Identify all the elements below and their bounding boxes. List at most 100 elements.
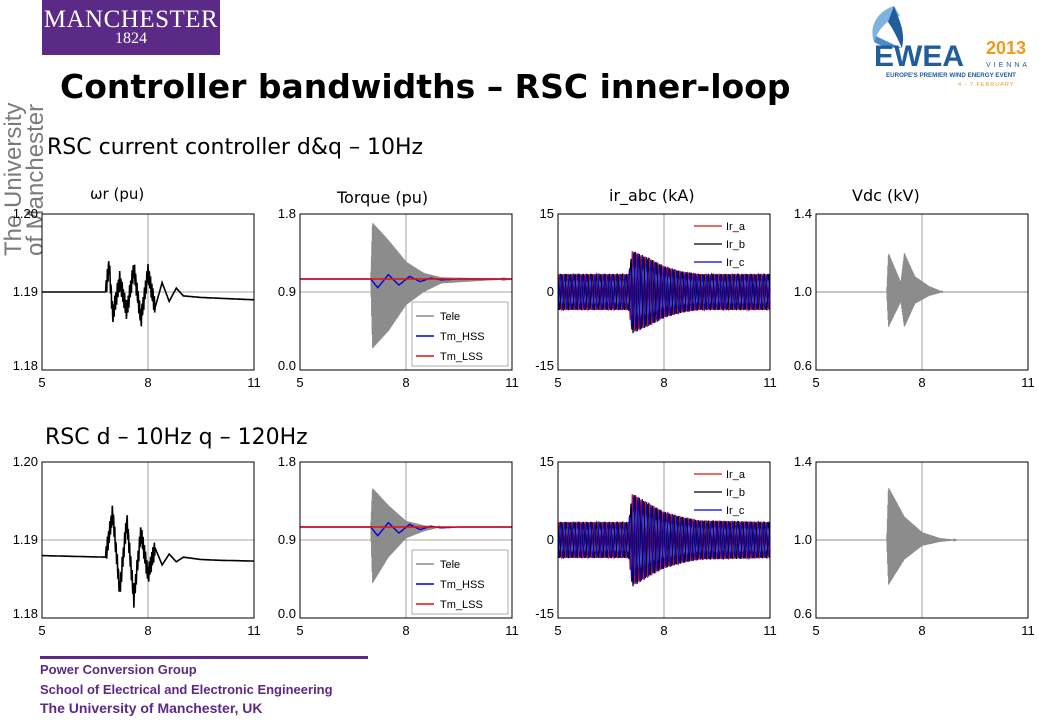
x-tick-label: 11 [505, 375, 519, 390]
plot-frame [557, 213, 771, 371]
column-title-torque: Torque (pu) [337, 188, 429, 207]
y-tick-label: 15 [540, 454, 554, 469]
column-title-current: ir_abc (kA) [609, 186, 695, 205]
legend-box [690, 216, 768, 270]
legend-label: Ir_c [726, 257, 745, 269]
x-tick-label: 5 [38, 375, 45, 390]
manchester-logo: MANCHESTER 1824 [42, 0, 220, 55]
x-tick-label: 5 [554, 623, 561, 638]
x-tick-label: 8 [918, 375, 925, 390]
x-tick-label: 8 [918, 623, 925, 638]
y-tick-label: 1.0 [794, 532, 812, 547]
x-tick-label: 8 [144, 375, 151, 390]
section2-subtitle: RSC d – 10Hz q – 120Hz [45, 425, 308, 450]
footer-divider [40, 656, 368, 659]
chart-r1-speed: 1.20 1.19 1.185 8 11 [13, 206, 261, 390]
ewea-year: 2013 [986, 38, 1026, 58]
legend-label: Tm_HSS [440, 331, 485, 343]
y-tick-label: 15 [540, 206, 554, 221]
y-tick-label: 0.0 [278, 606, 296, 621]
x-tick-label: 8 [402, 623, 409, 638]
y-tick-label: 0.6 [794, 606, 812, 621]
y-tick-label: 1.8 [278, 206, 296, 221]
speed-trace [42, 505, 254, 608]
x-tick-label: 5 [812, 375, 819, 390]
y-tick-label: -15 [535, 606, 554, 621]
y-tick-label: 0 [547, 284, 554, 299]
plot-series [300, 223, 512, 349]
legend-label: Ir_b [726, 239, 745, 251]
x-tick-label: 5 [38, 623, 45, 638]
y-tick-label: 1.4 [794, 206, 812, 221]
plot-series [42, 261, 254, 327]
footer-school: School of Electrical and Electronic Engi… [40, 682, 333, 697]
y-tick-label: 1.8 [278, 454, 296, 469]
ewea-dates: 4 - 7 FEBRUARY [958, 82, 1014, 88]
plot-series [42, 505, 254, 608]
wind-turbine-icon [872, 6, 904, 48]
legend-label: Ir_a [726, 221, 746, 233]
plot-frame [299, 213, 513, 371]
ewea-name: EWEA [874, 40, 964, 73]
legend-label: Tele [440, 559, 460, 571]
plot-series [816, 487, 1028, 585]
ewea-city: VIENNA [986, 62, 1030, 69]
plot-series [558, 493, 770, 587]
speed-trace [42, 261, 254, 327]
page-title: Controller bandwidths – RSC inner-loop [60, 67, 791, 106]
university-vertical-text: The University of Manchester [0, 60, 49, 256]
legend-label: Tm_HSS [440, 579, 485, 591]
x-tick-label: 11 [247, 375, 261, 390]
series-ir-c [558, 494, 770, 585]
y-tick-label: 1.19 [13, 284, 38, 299]
x-tick-label: 5 [812, 623, 819, 638]
vdc-trace [816, 487, 1028, 585]
plot-frame [815, 213, 1029, 371]
x-tick-label: 11 [247, 623, 261, 638]
legend-label: Ir_a [726, 469, 746, 481]
legend-label: Tm_LSS [440, 351, 483, 363]
section1-subtitle: RSC current controller d&q – 10Hz [47, 135, 424, 160]
legend-label: Tm_LSS [440, 599, 483, 611]
y-tick-label: 1.18 [13, 358, 38, 373]
y-tick-label: 1.4 [794, 454, 812, 469]
chart-r1-vdc: 1.4 1.0 0.65 8 11 [794, 206, 1035, 390]
x-tick-label: 8 [660, 375, 667, 390]
manchester-logo-year: 1824 [115, 30, 147, 47]
x-tick-label: 5 [296, 375, 303, 390]
x-tick-label: 8 [144, 623, 151, 638]
plot-frame [557, 461, 771, 619]
x-tick-label: 5 [296, 623, 303, 638]
y-tick-label: 1.0 [794, 284, 812, 299]
y-tick-label: -15 [535, 358, 554, 373]
y-tick-label: 1.18 [13, 606, 38, 621]
x-tick-label: 8 [402, 375, 409, 390]
y-tick-label: 1.20 [13, 206, 38, 221]
plot-series [816, 252, 1028, 327]
y-tick-label: 0 [547, 532, 554, 547]
y-tick-label: 1.19 [13, 532, 38, 547]
x-tick-label: 11 [763, 623, 777, 638]
y-tick-label: 0.9 [278, 284, 296, 299]
x-tick-label: 5 [554, 375, 561, 390]
y-tick-label: 0.0 [278, 358, 296, 373]
plot-frame [41, 213, 255, 371]
x-tick-label: 11 [763, 375, 777, 390]
y-tick-label: 1.20 [13, 454, 38, 469]
footer-group: Power Conversion Group [40, 662, 197, 677]
plot-series [300, 488, 512, 584]
y-tick-label: 0.6 [794, 358, 812, 373]
x-tick-label: 8 [660, 623, 667, 638]
column-title-speed: ωr (pu) [90, 185, 145, 203]
manchester-logo-text: MANCHESTER [43, 6, 219, 33]
series-ir-c [558, 251, 770, 332]
chart-r1-current: 15 0 -155 8 11 Ir_aIr_bIr_c [535, 206, 777, 390]
x-tick-label: 11 [1021, 375, 1035, 390]
legend-label: Ir_c [726, 505, 745, 517]
vdc-trace [816, 252, 1028, 327]
plot-frame [815, 461, 1029, 619]
